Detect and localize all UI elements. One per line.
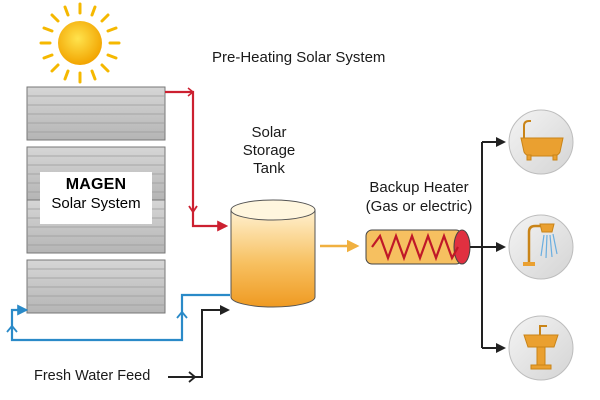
fresh-water-feed-label: Fresh Water Feed [34,368,151,384]
sun-icon [39,2,121,84]
sink-faucet-icon [523,325,559,370]
storage-tank-label-line2: Storage [242,142,296,159]
diagram-title: Pre-Heating Solar System [212,49,386,66]
shower-icon [523,223,558,266]
bathtub-icon [520,120,564,161]
backup-heater-label-line1: Backup Heater [369,179,469,196]
backup-heater-label-line2: (Gas or electric) [365,198,473,215]
bathtub-outlet [508,109,574,175]
solar-storage-tank [230,199,316,308]
solar-system-brand: MAGEN [65,176,127,193]
heating-coil [371,232,459,262]
cold-return-line [10,293,230,342]
hot-flow-arrow [187,87,194,97]
storage-tank-label-line3: Tank [253,160,285,177]
shower-outlet [508,214,574,280]
backup-heater-label: Backup Heater (Gas or electric) [350,178,488,216]
solar-system-name: Solar System [51,195,141,212]
solar-system-label: MAGEN Solar System [40,172,152,224]
storage-tank-label: Solar Storage Tank [232,124,306,178]
feed-flow-arrow [188,371,196,383]
sink-outlet [508,315,574,381]
backup-heater [365,229,471,265]
cold-flow-arrow [176,311,188,319]
cold-flow-arrow [6,325,18,333]
hot-flow-arrow [188,205,198,213]
hot-water-line [165,90,229,232]
storage-tank-label-line1: Solar [251,124,287,141]
fresh-water-feed-line [168,305,230,378]
